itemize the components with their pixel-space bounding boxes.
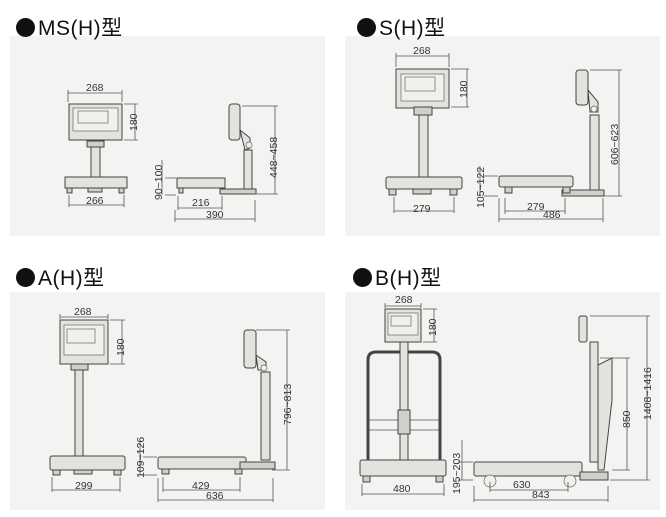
ms-dim-display-width: 268 (86, 82, 104, 94)
s-dim-display-height: 180 (458, 80, 470, 98)
model-title-a: A(H)型 (16, 262, 105, 292)
s-dim-display-width: 268 (413, 45, 431, 57)
a-side-view (139, 329, 290, 502)
a-dim-platform-front: 299 (75, 480, 93, 492)
b-dim-total-height: 1408~1416 (642, 367, 654, 420)
b-dim-display-width: 268 (395, 294, 413, 306)
ms-dim-display-height: 180 (128, 113, 140, 131)
b-front-view (359, 303, 447, 496)
s-dim-platform-front: 279 (413, 203, 431, 215)
title-text: B(H)型 (375, 267, 442, 290)
a-dim-total-depth: 636 (206, 490, 224, 502)
s-side-view (479, 69, 622, 222)
b-dim-platform-depth: 630 (513, 479, 531, 491)
ms-dim-platform-depth: 216 (192, 197, 210, 209)
s-dim-total-depth: 486 (543, 209, 561, 221)
model-title-s: S(H)型 (357, 12, 446, 42)
title-text: MS(H)型 (38, 17, 123, 40)
ms-dim-platform-front: 266 (86, 195, 104, 207)
model-title-b: B(H)型 (353, 262, 442, 292)
b-dim-total-depth: 843 (532, 489, 550, 501)
bullet-icon (357, 18, 376, 37)
a-dim-display-height: 180 (115, 338, 127, 356)
title-text: S(H)型 (379, 17, 446, 40)
s-dim-platform-depth: 279 (527, 201, 545, 213)
s-front-view (385, 53, 469, 213)
ms-front-view (64, 90, 138, 207)
a-dim-platform-height: 109~126 (135, 437, 147, 478)
b-dim-platform-height: 195~203 (451, 453, 463, 494)
b-dim-platform-front: 480 (393, 483, 411, 495)
s-dim-platform-height: 105~122 (475, 167, 487, 208)
bullet-icon (353, 268, 372, 287)
s-dim-total-height: 606~623 (609, 124, 621, 165)
ms-drawing-bg (10, 36, 325, 236)
b-side-view (458, 315, 650, 502)
a-dim-platform-depth: 429 (192, 480, 210, 492)
ms-side-view (161, 103, 278, 222)
model-title-ms: MS(H)型 (16, 12, 123, 42)
ms-dim-total-height: 448~458 (268, 137, 280, 178)
ms-dim-total-depth: 390 (206, 209, 224, 221)
a-dim-display-width: 268 (74, 306, 92, 318)
a-front-view (49, 314, 126, 492)
a-dim-total-height: 796~813 (282, 384, 294, 425)
ms-dim-platform-height: 90~100 (153, 165, 165, 200)
b-dim-display-height: 180 (427, 318, 439, 336)
bullet-icon (16, 268, 35, 287)
bullet-icon (16, 18, 35, 37)
b-dim-handle-height: 850 (621, 410, 633, 428)
title-text: A(H)型 (38, 267, 105, 290)
